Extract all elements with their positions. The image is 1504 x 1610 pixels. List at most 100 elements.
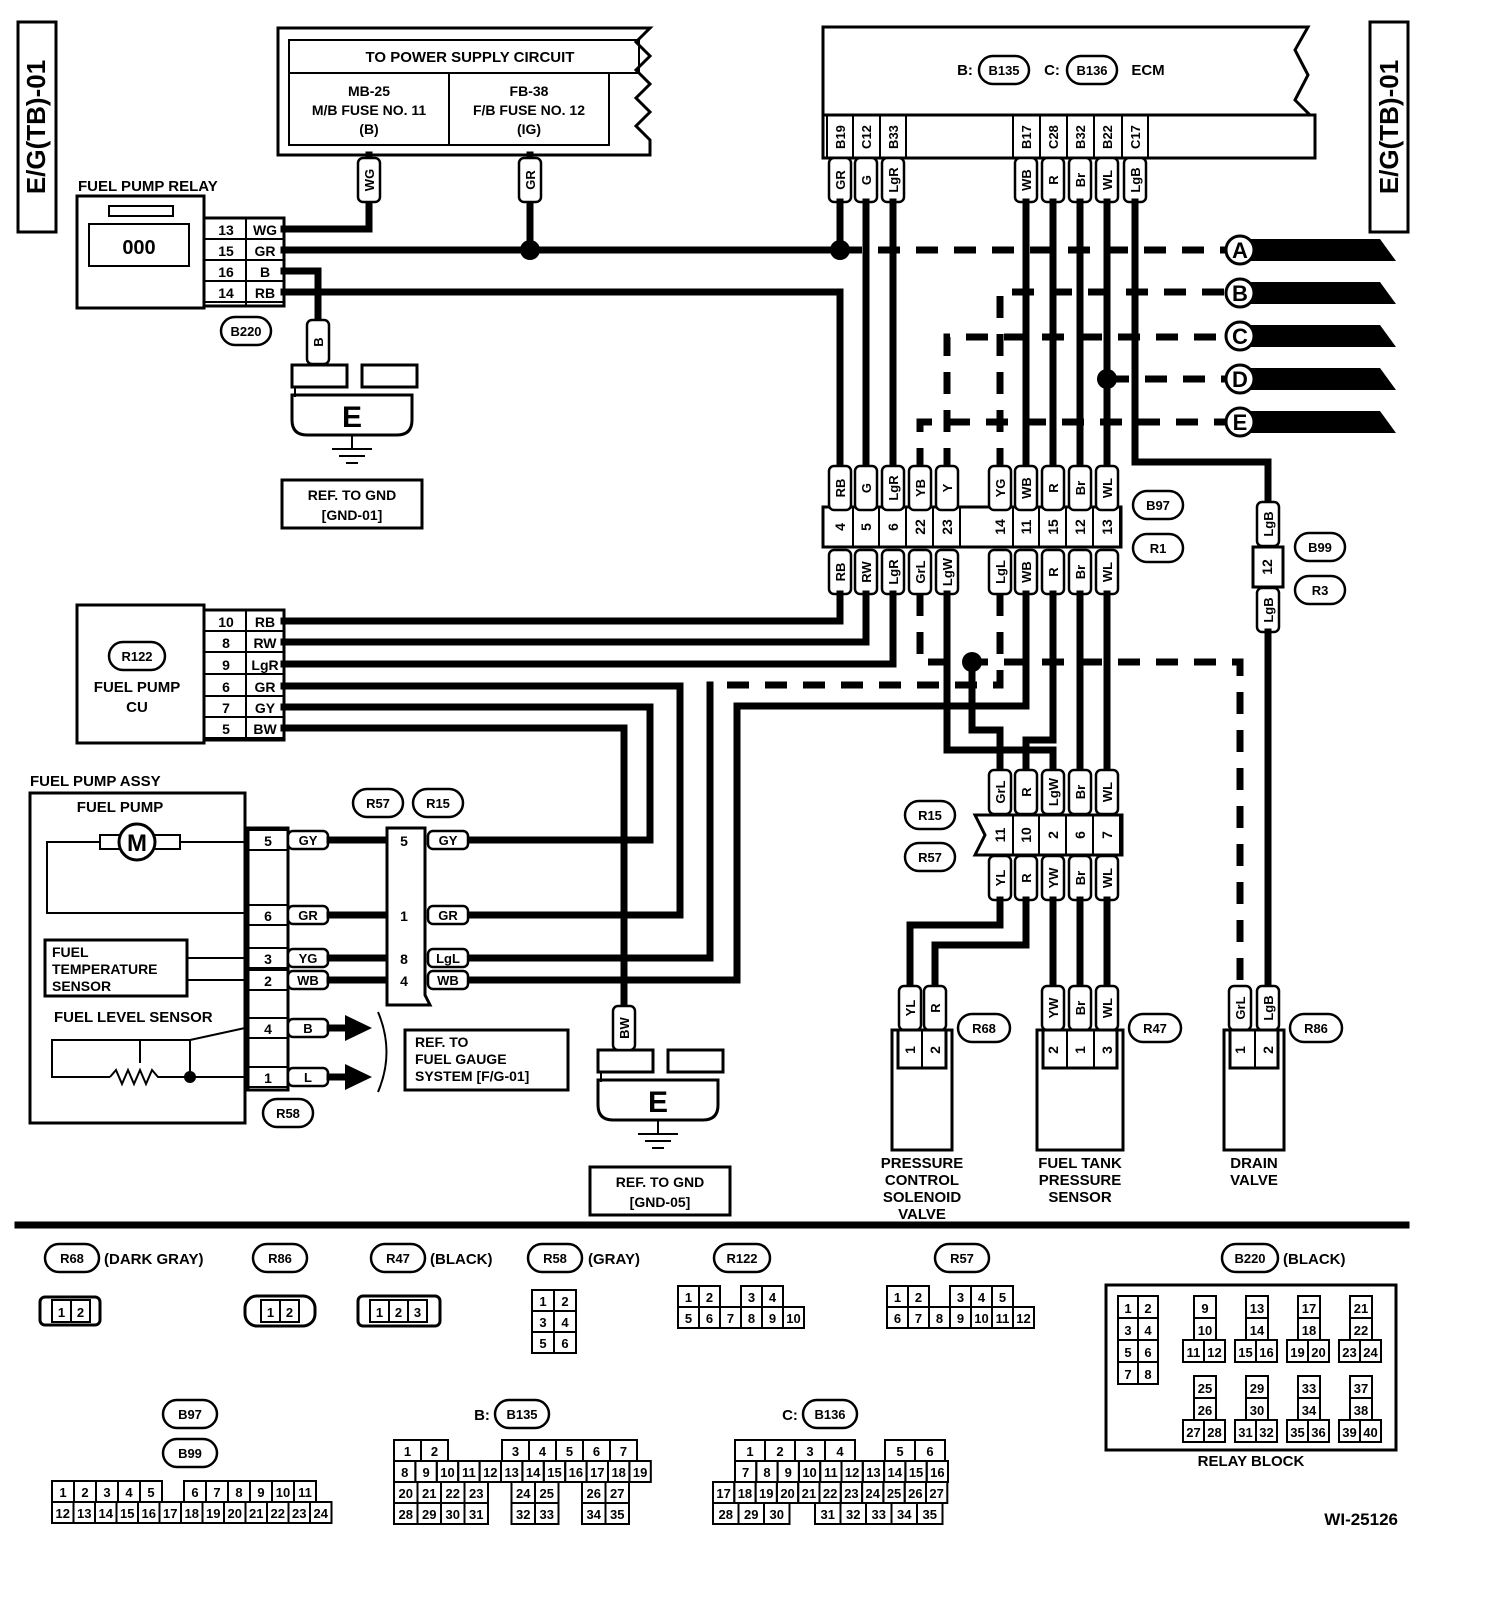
view-b135-pin: 19 <box>633 1465 647 1480</box>
wire-ecm-lgb <box>1131 198 1272 509</box>
component-body <box>1035 1028 1125 1152</box>
r15-right-connector <box>411 787 465 819</box>
temp-sensor-label: FUEL <box>52 944 89 960</box>
view-b135-pin: 23 <box>469 1486 483 1501</box>
view-b136-pin: 22 <box>823 1486 837 1501</box>
gauge-ref-line: REF. TO <box>415 1034 469 1050</box>
ground-bottom-letter: E <box>648 1086 668 1119</box>
view-b136-pin: 8 <box>763 1465 770 1480</box>
view-b220-group-pin: 11 <box>1187 1345 1201 1360</box>
level-sensor-label: FUEL LEVEL SENSOR <box>54 1009 213 1026</box>
view-b220-group-pin: 33 <box>1302 1381 1316 1396</box>
ground-top-letter: E <box>342 401 362 434</box>
ecm-pin: C12 <box>859 125 874 149</box>
pump-cu-pin: 5 <box>222 721 230 737</box>
r57-pin: 5 <box>400 833 408 849</box>
view-b220-group-cell <box>1203 1339 1226 1363</box>
offpage-letter: E <box>1233 410 1248 435</box>
relay-connector <box>219 315 273 347</box>
view-b135-name-text: B135 <box>506 1407 537 1422</box>
b97-top-tag-text: WL <box>1100 478 1115 498</box>
view-b220-footer: RELAY BLOCK <box>1198 1453 1305 1470</box>
ecm-pin: C17 <box>1128 125 1143 149</box>
component-wire-tag-text: R <box>928 1003 943 1013</box>
r58-block <box>246 826 290 1092</box>
view-r58-pin: 4 <box>561 1315 569 1330</box>
offpage-text: E/G(TB)-04 <box>1269 415 1352 432</box>
pump-cu-connector <box>107 640 167 672</box>
relay-wire: RB <box>255 285 275 301</box>
ground-bottom-body <box>596 1078 720 1122</box>
view-r122-name <box>712 1242 772 1274</box>
r58-pin: 2 <box>264 973 272 989</box>
r15-top-tag-text: Br <box>1073 785 1088 799</box>
view-b220-group-pin: 15 <box>1238 1345 1252 1360</box>
temp-sensor-label: SENSOR <box>52 978 111 994</box>
view-r57-pin: 5 <box>999 1290 1006 1305</box>
view-r58-color: (GRAY) <box>588 1251 640 1268</box>
view-b136-pin: 29 <box>744 1507 758 1522</box>
power-supply-title: TO POWER SUPPLY CIRCUIT <box>366 49 575 66</box>
component-wire-tag-text: YL <box>903 1000 918 1017</box>
r58-pin: 5 <box>264 833 272 849</box>
b97-bottom-tag-text: WB <box>1019 561 1034 583</box>
view-b220-left-pin: 4 <box>1144 1323 1152 1338</box>
offpage-text: E/G(TB)-08 <box>1269 329 1352 346</box>
pump-cu-wire: RB <box>255 614 275 630</box>
b97-block <box>821 505 1123 549</box>
b97-bottom-tag-text: GrL <box>913 560 928 583</box>
view-b99-name <box>161 1437 219 1469</box>
ecm-wire-tag-text: LgR <box>886 167 901 193</box>
view-r57-pin: 6 <box>894 1311 901 1326</box>
pump-cu-wire: GY <box>255 700 276 716</box>
pump-cu-pin: 9 <box>222 657 230 673</box>
component-label: VALVE <box>1230 1172 1278 1189</box>
motor-icon <box>117 822 157 862</box>
view-r122-pin: 9 <box>769 1311 776 1326</box>
view-b135-pin: 11 <box>462 1465 476 1480</box>
view-b220-group-pin: 16 <box>1259 1345 1273 1360</box>
r15-top-tag <box>1067 768 1093 816</box>
r57-wire-tag <box>426 904 470 926</box>
offpage-circle <box>1224 406 1256 438</box>
view-b220-group-pin: 21 <box>1354 1301 1368 1316</box>
component-label: SENSOR <box>1048 1189 1112 1206</box>
tag-wg <box>356 156 382 204</box>
ground-bottom-ref-box <box>588 1165 732 1217</box>
view-b136-prefix: C: <box>782 1407 798 1424</box>
r57-wire-tag-text: LgL <box>436 951 460 966</box>
b97-pin: 12 <box>1072 519 1088 535</box>
r15-pin: 10 <box>1018 827 1034 843</box>
view-r122-name-text: R122 <box>726 1251 757 1266</box>
view-r47-pin: 1 <box>376 1305 383 1320</box>
b97-top-tag <box>880 464 906 512</box>
b97-top-tag <box>934 464 960 512</box>
view-b220-group-pin: 32 <box>1259 1425 1273 1440</box>
view-b135-pin: 14 <box>526 1465 541 1480</box>
arrow-gauge-b <box>345 1015 372 1041</box>
r57-connector-text: R57 <box>918 850 942 865</box>
r15-top-tag <box>987 768 1013 816</box>
component-connector <box>956 1012 1012 1044</box>
r15-bottom-tag-text: YL <box>993 870 1008 887</box>
wire-ref-b <box>996 288 1230 470</box>
r15-connector <box>903 799 957 831</box>
wire-ref-e <box>916 418 1230 470</box>
view-b135-pin: 26 <box>587 1486 601 1501</box>
r58-connector-text: R58 <box>276 1106 300 1121</box>
ecm-prefix-b: B: <box>957 62 973 79</box>
offpage-letter: B <box>1232 281 1248 306</box>
b97-top-tag-text: R <box>1046 483 1061 493</box>
relay-pin: 14 <box>218 285 234 301</box>
side-tag-left <box>16 20 58 234</box>
ground-top-ref-line2: [GND-01] <box>322 507 383 523</box>
r58-pin: 3 <box>264 951 272 967</box>
view-b135-pin: 7 <box>620 1444 627 1459</box>
ground-top-ref-box <box>280 478 424 530</box>
offpage-circle <box>1224 277 1256 309</box>
view-b136-pin: 20 <box>780 1486 794 1501</box>
view-b97-pin: 12 <box>56 1506 70 1521</box>
side-tag-right-text: E/G(TB)-01 <box>1374 60 1404 194</box>
pump-cu-pin: 6 <box>222 679 230 695</box>
view-b135-pin: 30 <box>446 1507 460 1522</box>
